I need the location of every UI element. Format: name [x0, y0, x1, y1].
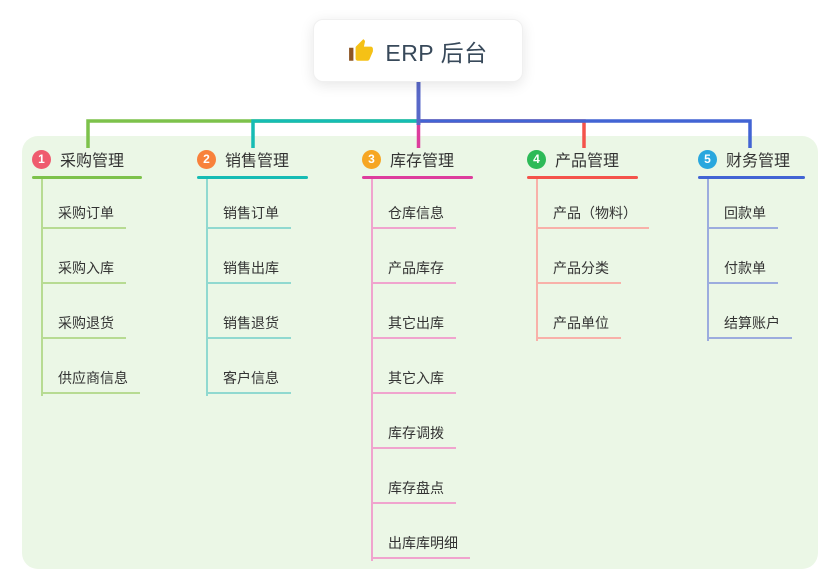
branch-accent-line [197, 176, 308, 179]
children-connector-line [41, 179, 43, 396]
branch-sales: 2 销售管理 销售订单 销售出库 销售退货 客户信息 [197, 148, 308, 396]
child-node[interactable]: 供应商信息 [41, 368, 140, 394]
children-connector-line [371, 179, 373, 561]
child-node[interactable]: 其它出库 [371, 313, 456, 339]
branch-accent-line [362, 176, 473, 179]
child-node[interactable]: 采购订单 [41, 203, 126, 229]
child-node[interactable]: 结算账户 [707, 313, 792, 339]
child-node[interactable]: 其它入库 [371, 368, 456, 394]
branch-node[interactable]: 5 财务管理 [698, 148, 805, 170]
branch-accent-line [698, 176, 805, 179]
child-node[interactable]: 库存调拨 [371, 423, 456, 449]
branch-label: 库存管理 [390, 153, 455, 170]
child-node[interactable]: 销售出库 [206, 258, 291, 284]
branch-number-badge: 5 [698, 149, 717, 169]
child-node[interactable]: 回款单 [707, 203, 778, 229]
child-node[interactable]: 采购退货 [41, 313, 126, 339]
children-connector-line [536, 179, 538, 341]
branch-node[interactable]: 4 产品管理 [527, 148, 638, 170]
thumbs-up-icon [348, 38, 374, 64]
branch-label: 产品管理 [555, 153, 620, 170]
child-node[interactable]: 产品单位 [536, 313, 621, 339]
child-node[interactable]: 采购入库 [41, 258, 126, 284]
child-node[interactable]: 产品（物料） [536, 203, 649, 229]
branch-number-badge: 3 [362, 149, 381, 169]
branch-inventory: 3 库存管理 仓库信息 产品库存 其它出库 其它入库 库存调拨 库存盘点 出库库… [362, 148, 473, 561]
branch-accent-line [32, 176, 142, 179]
child-node[interactable]: 产品库存 [371, 258, 456, 284]
branch-node[interactable]: 1 采购管理 [32, 148, 142, 170]
branch-label: 销售管理 [225, 153, 290, 170]
branch-accent-line [527, 176, 638, 179]
branch-number-badge: 4 [527, 149, 546, 169]
child-node[interactable]: 出库库明细 [371, 533, 470, 559]
branch-label: 采购管理 [60, 153, 125, 170]
branch-finance: 5 财务管理 回款单 付款单 结算账户 [698, 148, 805, 341]
branch-products: 4 产品管理 产品（物料） 产品分类 产品单位 [527, 148, 649, 341]
child-node[interactable]: 销售订单 [206, 203, 291, 229]
branch-purchase: 1 采购管理 采购订单 采购入库 采购退货 供应商信息 [32, 148, 142, 396]
branch-number-badge: 2 [197, 149, 216, 169]
root-node[interactable]: ERP 后台 [313, 19, 523, 82]
branch-label: 财务管理 [726, 153, 791, 170]
child-node[interactable]: 销售退货 [206, 313, 291, 339]
branches-panel [22, 136, 818, 569]
children-connector-line [206, 179, 208, 396]
branch-node[interactable]: 2 销售管理 [197, 148, 308, 170]
child-node[interactable]: 客户信息 [206, 368, 291, 394]
branch-node[interactable]: 3 库存管理 [362, 148, 473, 170]
branch-number-badge: 1 [32, 149, 51, 169]
root-title: ERP 后台 [385, 39, 488, 66]
child-node[interactable]: 产品分类 [536, 258, 621, 284]
children-connector-line [707, 179, 709, 341]
child-node[interactable]: 库存盘点 [371, 478, 456, 504]
child-node[interactable]: 付款单 [707, 258, 778, 284]
child-node[interactable]: 仓库信息 [371, 203, 456, 229]
